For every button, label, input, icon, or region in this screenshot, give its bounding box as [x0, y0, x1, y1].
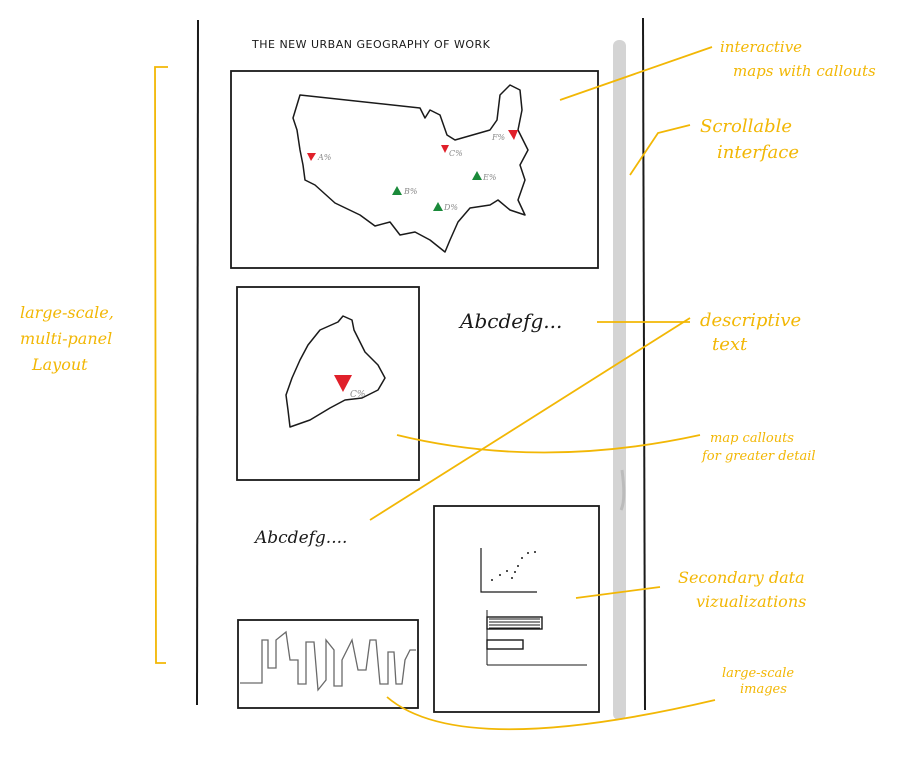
callout-f-label: F% [491, 133, 506, 142]
annotation-large-images-2: images [740, 682, 787, 697]
annotation-large-images-1: large-scale [722, 666, 794, 681]
scatter-plot [480, 548, 537, 593]
detail-map-panel[interactable]: C% [236, 286, 420, 481]
annotation-secondary-1: Secondary data [678, 568, 805, 587]
marker-b-icon[interactable] [392, 186, 402, 195]
annotation-descriptive-2: text [712, 334, 748, 355]
annotation-layout-2: multi-panel [20, 329, 112, 348]
detail-callout-label: C% [350, 390, 365, 400]
annotation-interactive-maps-2: maps with callouts [733, 62, 876, 80]
annotation-lines [369, 46, 716, 731]
callout-c-label: C% [449, 149, 463, 158]
callout-d-label: D% [443, 203, 458, 212]
annotation-callouts-2: for greater detail [701, 449, 816, 464]
us-map-panel[interactable]: A% B% C% D% E% F% [230, 70, 599, 269]
marker-f-icon[interactable] [508, 130, 518, 140]
descriptive-text-2: Abcdefg.... [253, 528, 347, 548]
skyline-image [240, 630, 416, 692]
marker-a-icon[interactable] [307, 153, 316, 161]
callout-e-label: E% [482, 173, 497, 182]
scrollbar[interactable] [613, 40, 626, 720]
annotation-interactive-maps-1: interactive [720, 38, 802, 56]
page-left-border [196, 19, 199, 706]
descriptive-text-1: Abcdefg... [458, 309, 562, 333]
annotation-callouts-1: map callouts [710, 431, 794, 446]
annotation-descriptive-1: descriptive [700, 310, 801, 331]
callout-b-label: B% [403, 187, 418, 196]
marker-e-icon[interactable] [472, 171, 482, 180]
us-map-outline [292, 84, 529, 253]
marker-c-icon[interactable] [441, 145, 449, 153]
annotation-layout-3: Layout [31, 355, 88, 374]
annotation-secondary-2: vizualizations [696, 592, 806, 611]
page-title: THE NEW URBAN GEOGRAPHY OF WORK [251, 38, 491, 51]
bar-chart [486, 610, 587, 666]
secondary-viz-panel[interactable] [433, 505, 600, 713]
detail-marker-icon[interactable] [334, 375, 352, 392]
annotation-scrollable-1: Scrollable [700, 116, 792, 137]
skyline-image-panel[interactable] [237, 619, 419, 709]
annotation-layout-1: large-scale, [20, 303, 114, 322]
marker-d-icon[interactable] [433, 202, 443, 211]
layout-bracket [154, 66, 168, 664]
annotation-scrollable-2: interface [717, 142, 799, 163]
annotations: interactive maps with callouts Scrollabl… [20, 38, 876, 697]
callout-a-label: A% [317, 153, 332, 162]
page-right-border [642, 17, 646, 711]
detail-map-outline [285, 315, 386, 428]
